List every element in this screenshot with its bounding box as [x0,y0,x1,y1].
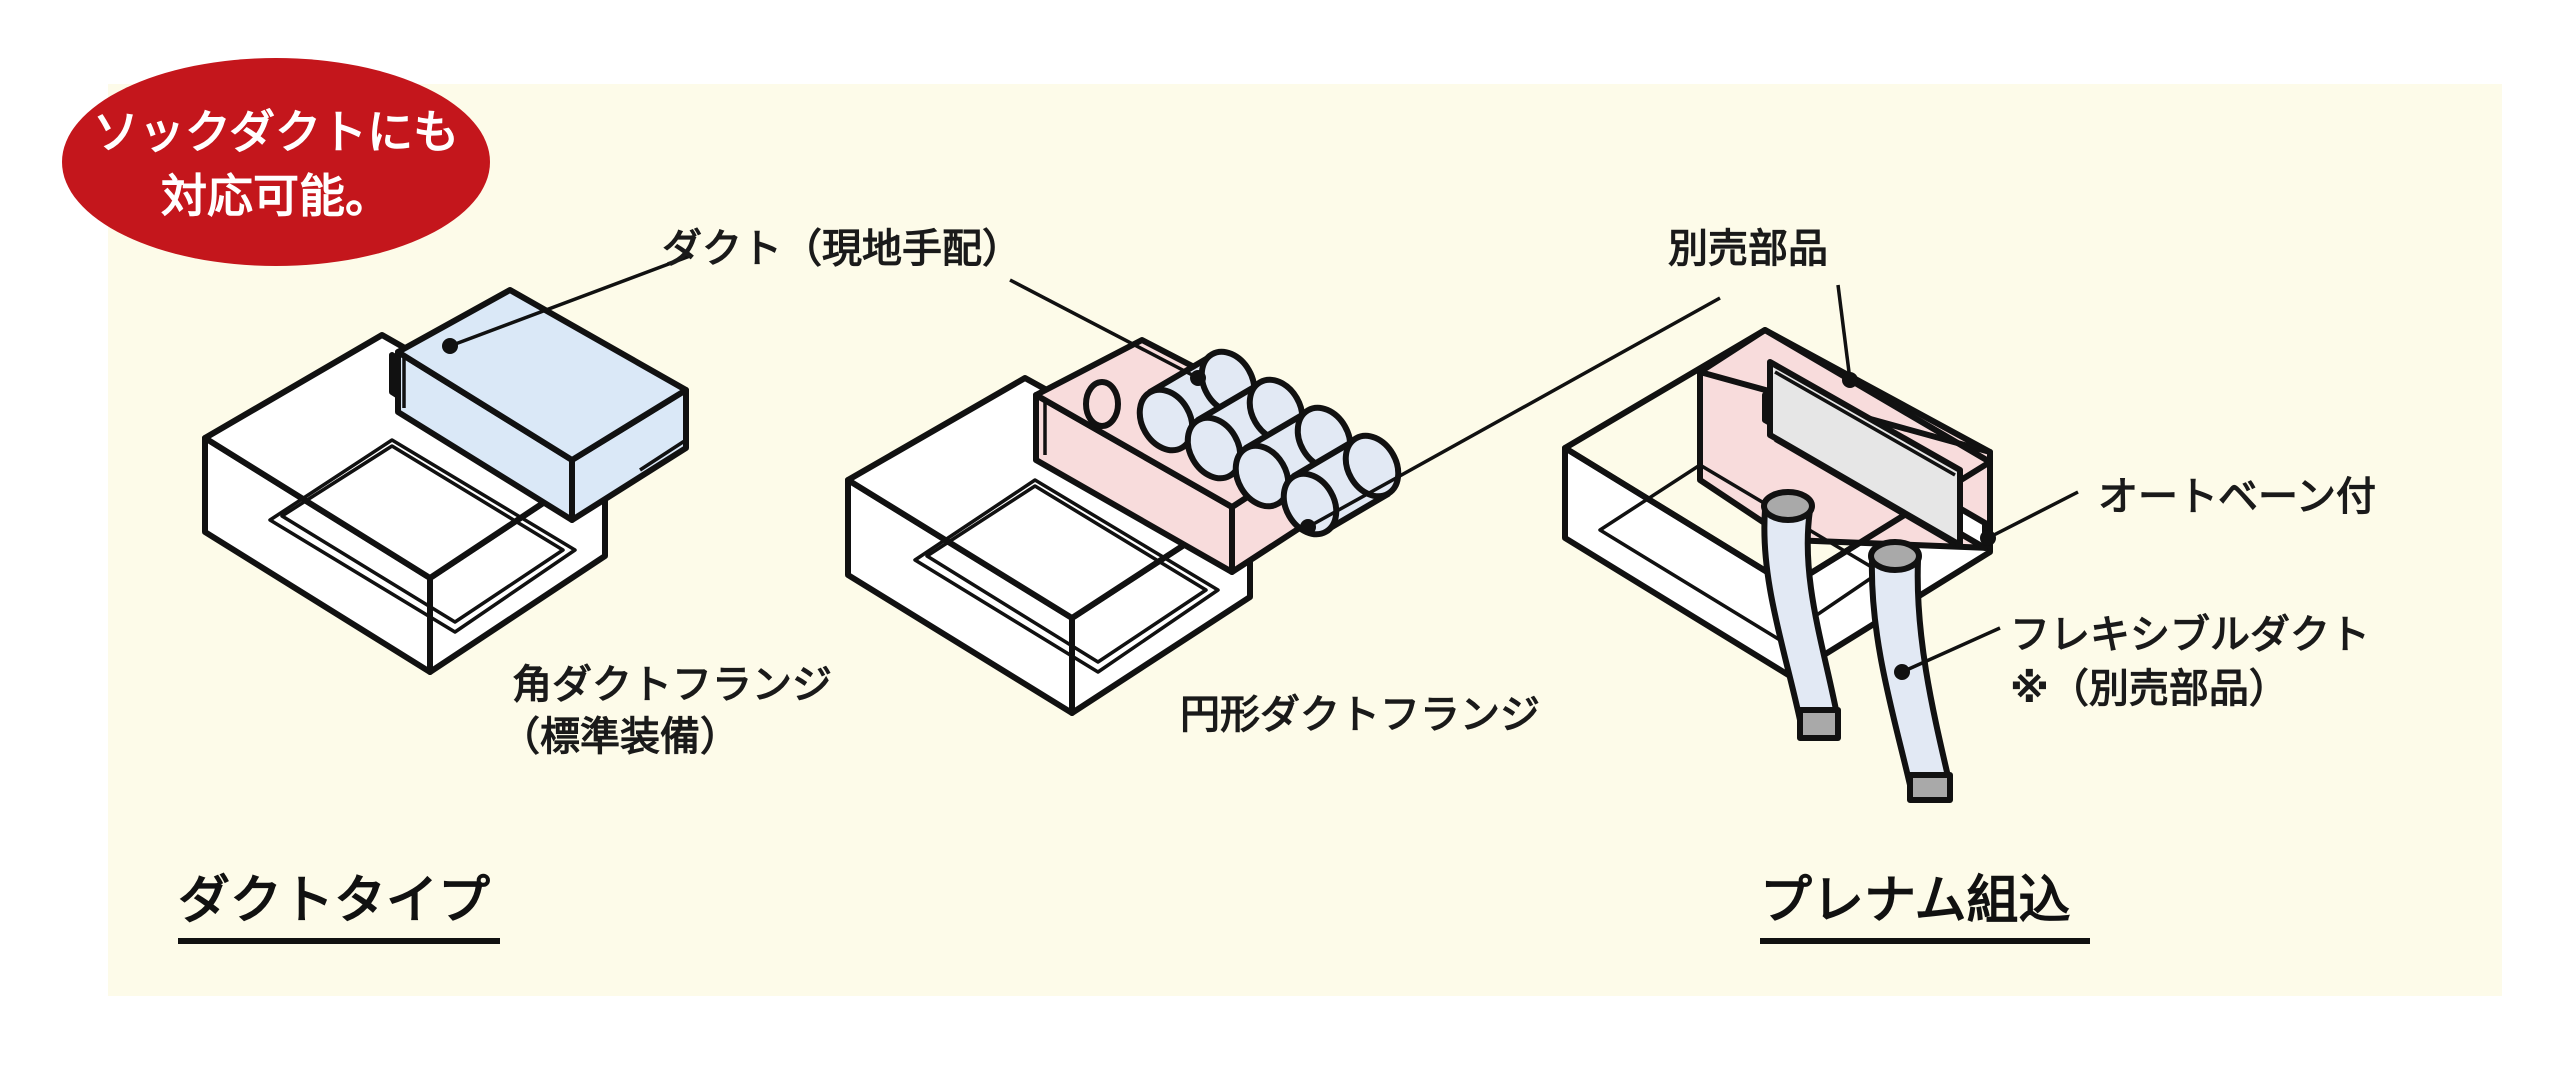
label-square-flange-line1: 角ダクトフランジ [512,662,832,708]
round-duct-4 [1280,432,1402,538]
label-duct-local: ダクト（現地手配） [662,226,1022,272]
badge-line1: ソックダクトにも [93,105,459,159]
label-flexible-duct-line1: フレキシブルダクト [2010,612,2370,658]
round-duct-1 [1136,348,1258,454]
badge-line2: 対応可能。 [161,169,391,223]
badge-ellipse [62,58,490,266]
heading-plenum: プレナム組込 [1760,871,2070,931]
heading-duct-type-underline [178,938,500,944]
leader-lines [442,254,2079,680]
heading-duct-type: ダクトタイプ [178,871,490,931]
unit-plenum [1562,327,1993,803]
label-round-flange: 円形ダクトフランジ [1180,692,1540,738]
heading-plenum-underline [1760,938,2090,944]
flex-duct-2 [1868,539,1953,803]
label-square-flange-line2: （標準装備） [500,714,740,760]
label-auto-vane: オートベーン付 [2098,474,2376,520]
label-flexible-duct-line2: ※（別売部品） [2010,666,2289,712]
badge: ソックダクトにも 対応可能。 [62,58,490,266]
unit-round-flange [845,337,1402,716]
label-sold-separately: 別売部品 [1668,226,1828,272]
flex-duct-1 [1761,489,1841,741]
unit-square-flange [202,287,689,675]
